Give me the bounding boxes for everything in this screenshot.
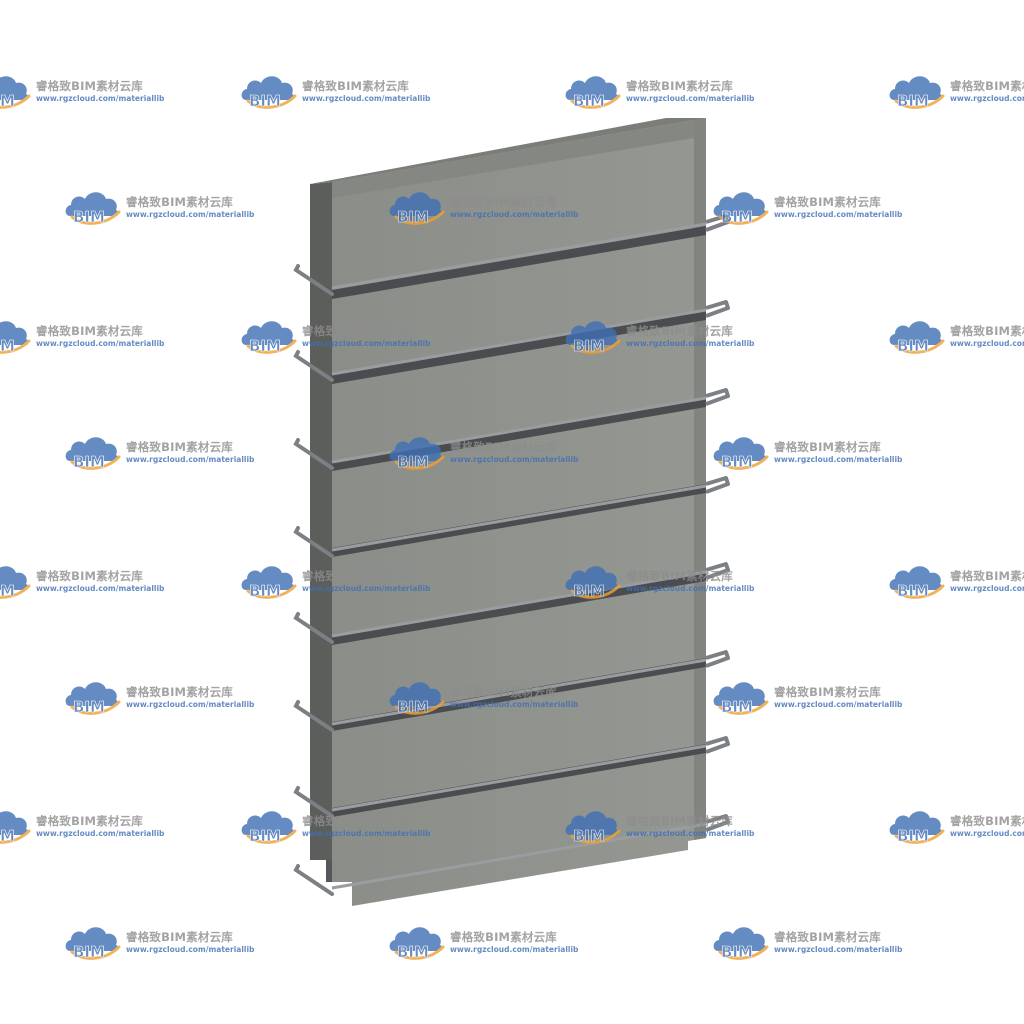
rebar-bar — [331, 658, 707, 726]
rebar-bar — [331, 570, 707, 638]
rebar-right-loop — [705, 650, 730, 668]
rebar-right-loop — [705, 214, 730, 232]
rebar-left-stub — [293, 264, 334, 296]
rebar-left-stub — [293, 700, 334, 732]
rebar-bar — [331, 308, 707, 376]
rebar-bar — [331, 744, 707, 812]
rebar-bar — [331, 484, 707, 552]
rebar-right-loop — [705, 562, 730, 580]
rebar-right-loop — [705, 814, 730, 832]
panel-top-lip — [332, 118, 706, 198]
rebar-bar — [331, 822, 707, 890]
rebar-right-loop — [705, 388, 730, 406]
rebar-bar — [331, 222, 707, 290]
rebar-right-loop — [705, 736, 730, 754]
rebar-right-loop — [705, 476, 730, 494]
precast-wall-panel — [293, 118, 730, 906]
panel-top-face — [310, 118, 706, 184]
panel-groove — [332, 226, 706, 299]
rebar-left-stub — [293, 526, 334, 558]
panel-side-face — [310, 182, 332, 860]
rebar-right-loop — [705, 300, 730, 318]
rebar-left-stub — [293, 786, 334, 818]
rebar-left-stub — [293, 612, 334, 644]
rebar-left-stub — [293, 864, 334, 896]
rebar-left-stub — [293, 350, 334, 382]
rebar-left-stub — [293, 438, 334, 470]
